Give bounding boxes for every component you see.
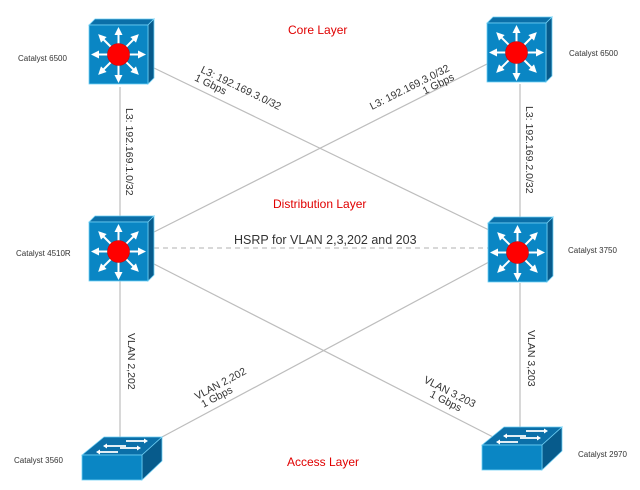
- layer3-switch-icon: [89, 216, 154, 281]
- layer3-switch-icon: [89, 19, 154, 84]
- link-core-right-dist-left: [153, 62, 490, 233]
- device-label-access-right: Catalyst 2970: [578, 450, 627, 459]
- links: [119, 62, 521, 439]
- device-label-dist-right: Catalyst 3750: [568, 246, 617, 255]
- workgroup-switch-icon: [481, 426, 563, 471]
- device-core-left[interactable]: [89, 19, 154, 84]
- device-core-right[interactable]: [487, 17, 552, 82]
- link-label-core-left-dist-right: L3: 192.169.3.0/32 1 Gbps: [193, 64, 283, 113]
- workgroup-switch-icon: [81, 436, 163, 481]
- device-label-core-left: Catalyst 6500: [18, 54, 67, 63]
- device-access-left[interactable]: [81, 436, 163, 481]
- link-label-hsrp: HSRP for VLAN 2,3,202 and 203: [234, 233, 417, 247]
- link-dist-left-access-right: [153, 263, 496, 439]
- link-dist-right-access-left: [161, 261, 490, 438]
- link-label-core-right-dist-right: L3: 192.169.2.0/32: [523, 106, 535, 194]
- link-label-dist-left-access-left: VLAN 2,202: [125, 333, 137, 390]
- layer-label-distribution: Distribution Layer: [273, 197, 366, 211]
- layer-label-access: Access Layer: [287, 455, 359, 469]
- link-label-dist-right-access-right: VLAN 3,203: [525, 330, 537, 387]
- device-dist-left[interactable]: [89, 216, 154, 281]
- layer3-switch-icon: [488, 217, 553, 282]
- layer3-switch-icon: [487, 17, 552, 82]
- device-label-access-left: Catalyst 3560: [14, 456, 63, 465]
- device-label-core-right: Catalyst 6500: [569, 49, 618, 58]
- link-core-left-dist-right: [153, 67, 490, 231]
- link-label-core-left-dist-left: L3: 192.169.1.0/32: [123, 108, 135, 196]
- device-dist-right[interactable]: [488, 217, 553, 282]
- device-access-right[interactable]: [481, 426, 563, 471]
- layer-label-core: Core Layer: [288, 23, 347, 37]
- device-label-dist-left: Catalyst 4510R: [16, 249, 71, 258]
- link-label-core-right-dist-left: L3: 192.169.3.0/32 1 Gbps: [368, 62, 456, 112]
- link-label-dist-left-access-right: VLAN 3,203 1 Gbps: [422, 374, 478, 414]
